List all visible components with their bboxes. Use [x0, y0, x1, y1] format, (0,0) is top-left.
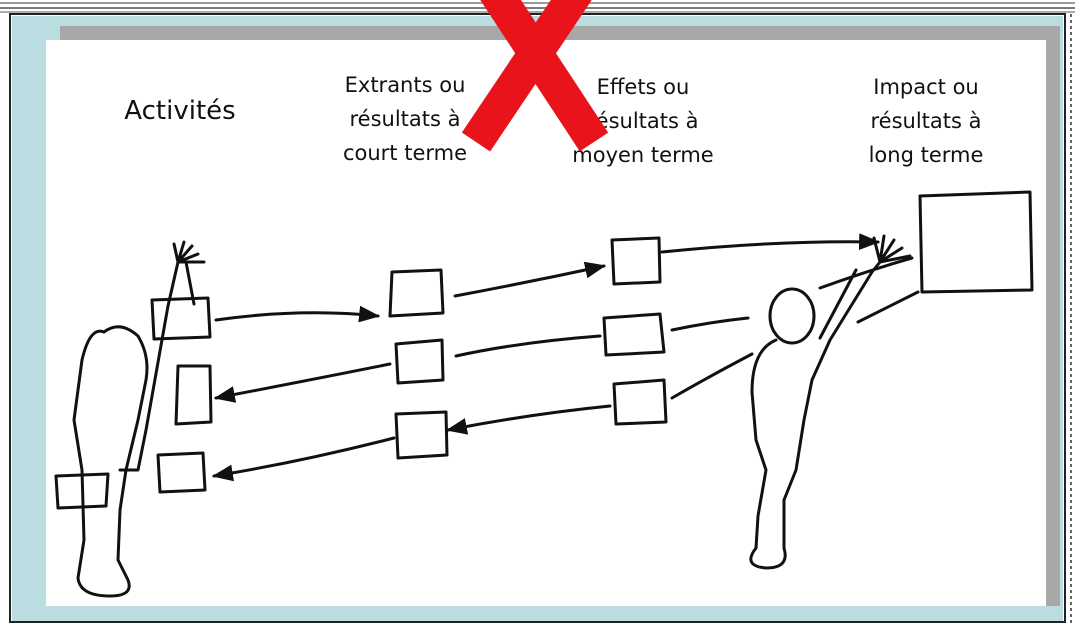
effect-box-3: [614, 380, 666, 424]
arrow-11: [858, 292, 918, 322]
arrow-4: [216, 364, 390, 398]
red-cross-mark: [476, 0, 594, 142]
arrow-1: [216, 313, 378, 320]
arrow-9: [672, 354, 752, 398]
effect-box-2: [604, 314, 664, 355]
arrow-6: [672, 318, 748, 330]
output-box-3: [396, 412, 447, 458]
activity-box-1: [152, 298, 210, 339]
arrow-7: [214, 438, 394, 476]
arrow-3: [662, 242, 878, 252]
output-box-1: [390, 270, 443, 316]
arrow-8: [448, 406, 610, 430]
arrow-2: [455, 266, 604, 296]
effect-box-1: [612, 238, 660, 284]
arrow-5: [456, 336, 600, 356]
activity-box-3: [158, 453, 205, 492]
output-box-2: [396, 340, 443, 383]
left-figure: [74, 262, 178, 596]
impact-box: [920, 192, 1032, 292]
activity-box-2: [176, 366, 211, 424]
